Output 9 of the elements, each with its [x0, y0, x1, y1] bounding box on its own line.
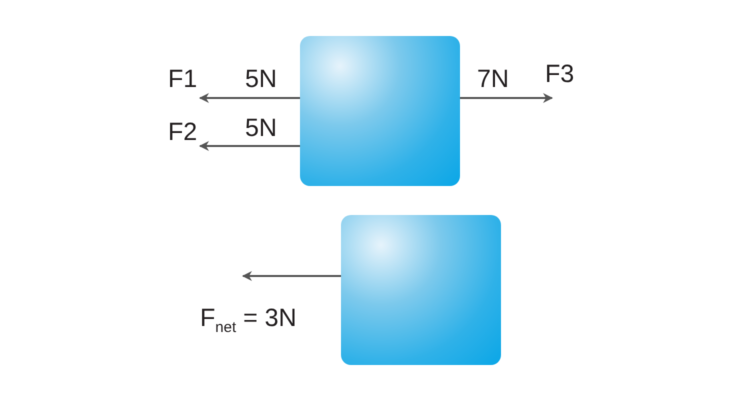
- force-label: 5N: [245, 67, 277, 92]
- force-label: 5N: [245, 116, 277, 141]
- force-label: F2: [168, 120, 198, 145]
- force-label: F3: [545, 62, 574, 87]
- block: [341, 215, 501, 365]
- force-label: 7N: [477, 67, 509, 92]
- force-label: F1: [168, 67, 198, 92]
- block: [300, 36, 460, 186]
- force-label: F$_{net}$ = 3N: [200, 306, 297, 335]
